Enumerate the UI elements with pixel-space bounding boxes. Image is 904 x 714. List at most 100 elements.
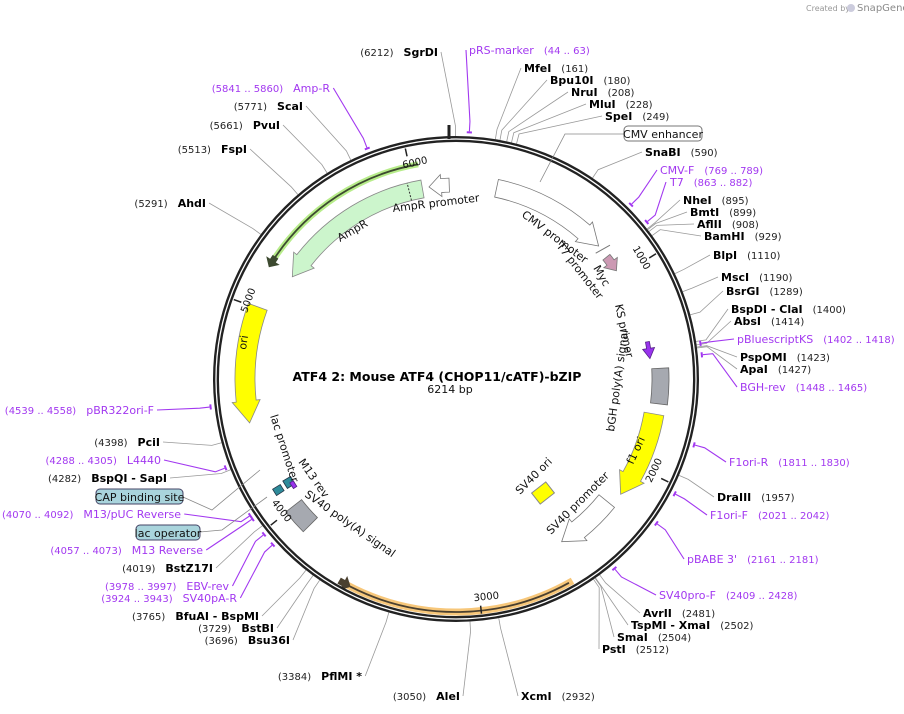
enzyme-label[interactable]: AflII(908) (697, 218, 759, 231)
enzyme-label[interactable]: MfeI(161) (524, 62, 588, 75)
enzyme-label[interactable]: (5291)AhdI (134, 197, 206, 210)
enzyme-label[interactable]: TspMI - XmaI(2502) (631, 619, 754, 632)
primer-binding-mark[interactable] (672, 491, 677, 497)
primer-label[interactable]: (4070 .. 4092)M13/pUC Reverse (2, 508, 181, 521)
enzyme-label[interactable]: XcmI(2932) (521, 690, 595, 703)
enzyme-label[interactable]: PstI(2512) (602, 643, 669, 656)
cap-binding-site-box[interactable] (95, 488, 184, 505)
primer-binding-mark[interactable] (699, 340, 702, 346)
cmv-enhancer-box[interactable] (623, 125, 703, 142)
ori-feature[interactable] (231, 302, 268, 424)
primer-label[interactable]: pRS-marker(44 .. 63) (469, 44, 590, 57)
ampr-orf[interactable] (274, 163, 419, 258)
sv40-promoter-feature[interactable] (561, 494, 616, 543)
primer-label[interactable]: (4057 .. 4073)M13 Reverse (50, 544, 203, 557)
primer-binding-mark[interactable] (209, 404, 212, 410)
primer-name: pBluescriptKS (737, 333, 813, 346)
enzyme-label[interactable]: BspDI - ClaI(1400) (731, 303, 846, 316)
enzyme-label[interactable]: ApaI(1427) (740, 363, 811, 376)
enzyme-label[interactable]: BmtI(899) (690, 206, 756, 219)
enzyme-label[interactable]: (3729)BstBI (198, 622, 274, 635)
primer-binding-mark[interactable] (692, 442, 696, 448)
ks-primer-feature[interactable] (641, 340, 656, 360)
enzyme-label[interactable]: (3050)AleI (393, 690, 460, 703)
orf-arrowhead[interactable] (337, 576, 351, 590)
enzyme-label[interactable]: SpeI(249) (605, 110, 669, 123)
ampr-signal-divider (406, 182, 412, 201)
primer-binding-mark[interactable] (628, 202, 634, 208)
enzyme-label[interactable]: (4019)BstZ17I (122, 562, 213, 575)
primer-label[interactable]: (3978 .. 3997)EBV-rev (105, 580, 229, 593)
primer-binding-mark[interactable] (364, 146, 371, 151)
myc-feature[interactable] (602, 253, 618, 272)
ampr-orf-arrowhead[interactable] (266, 254, 280, 268)
enzyme-label[interactable]: (5513)FspI (178, 143, 247, 156)
enzyme-label[interactable]: BamHI(929) (704, 230, 782, 243)
primer-binding-mark[interactable] (223, 465, 228, 471)
enzyme-leader-line (599, 574, 641, 614)
enzyme-label[interactable]: BlpI(1110) (713, 249, 780, 262)
primer-label[interactable]: F1ori-F(2021 .. 2042) (710, 509, 829, 522)
enzyme-site: (3729) (198, 624, 231, 635)
lac-promoter-feature[interactable] (272, 484, 285, 497)
primer-label[interactable]: (4288 .. 4305)L4440 (45, 454, 161, 467)
primer-label[interactable]: pBluescriptKS(1402 .. 1418) (737, 333, 895, 346)
enzyme-name: FspI (221, 143, 247, 156)
enzyme-site: (1289) (769, 287, 802, 298)
enzyme-label[interactable]: PspOMI(1423) (740, 351, 830, 364)
primer-binding-mark[interactable] (654, 520, 659, 527)
primer-label[interactable]: SV40pro-F(2409 .. 2428) (659, 589, 798, 602)
primer-label[interactable]: pBABE 3'(2161 .. 2181) (687, 553, 819, 566)
enzyme-site: (4019) (122, 564, 155, 575)
enzyme-label[interactable]: MluI(228) (589, 98, 653, 111)
enzyme-label[interactable]: BsrGI(1289) (726, 285, 803, 298)
primer-label[interactable]: CMV-F(769 .. 789) (660, 164, 763, 177)
enzyme-label[interactable]: (3765)BfuAI - BspMI (132, 610, 259, 623)
enzyme-site: (3050) (393, 692, 426, 703)
enzyme-label[interactable]: (4282)BspQI - SapI (48, 472, 167, 485)
enzyme-label[interactable]: SnaBI(590) (645, 146, 718, 159)
primer-binding-mark[interactable] (270, 542, 276, 548)
orf[interactable] (349, 581, 570, 613)
enzyme-label[interactable]: NheI(895) (683, 194, 749, 207)
bgh-polya-feature[interactable] (650, 367, 670, 406)
enzyme-leader-line (593, 579, 600, 650)
ampr-feature[interactable] (291, 179, 425, 278)
sv40-ori-feature[interactable] (530, 481, 556, 505)
primer-leader-line (332, 87, 368, 148)
primer-binding-mark[interactable] (700, 352, 704, 358)
primer-label[interactable]: (3924 .. 3943)SV40pA-R (101, 592, 237, 605)
primer-binding-mark[interactable] (247, 512, 253, 519)
sv40-polya-feature[interactable] (285, 499, 318, 533)
enzyme-label[interactable]: NruI(208) (571, 86, 635, 99)
primer-label[interactable]: F1ori-R(1811 .. 1830) (729, 456, 850, 469)
primer-label[interactable]: BGH-rev(1448 .. 1465) (740, 381, 867, 394)
enzyme-label[interactable]: Bpu10I(180) (550, 74, 630, 87)
enzyme-name: NruI (571, 86, 598, 99)
cmv-promoter-feature[interactable] (494, 178, 600, 247)
enzyme-leader-line (651, 229, 702, 237)
t7-promoter-feature[interactable] (595, 244, 611, 254)
primer-label[interactable]: T7(863 .. 882) (669, 176, 753, 189)
enzyme-label[interactable]: (5661)PvuI (210, 119, 280, 132)
lac-operator-box[interactable] (135, 524, 201, 541)
enzyme-label[interactable]: MscI(1190) (721, 271, 792, 284)
enzyme-label[interactable]: (3384)PflMI * (278, 670, 362, 683)
enzyme-label[interactable]: AvrII(2481) (643, 607, 715, 620)
lac-primer-feature[interactable] (289, 480, 298, 490)
primer-binding-mark[interactable] (644, 219, 650, 225)
primer-binding-mark[interactable] (261, 531, 267, 538)
enzyme-label[interactable]: DraIII(1957) (717, 491, 795, 504)
enzyme-label[interactable]: (3696)Bsu36I (205, 634, 290, 647)
f1-ori-feature[interactable] (619, 411, 665, 495)
primer-label[interactable]: (4539 .. 4558)pBR322ori-F (5, 404, 154, 417)
primer-binding-mark[interactable] (611, 566, 618, 571)
enzyme-label[interactable]: (5771)ScaI (234, 100, 303, 113)
enzyme-label[interactable]: (6212)SgrDI (360, 46, 438, 59)
primer-label[interactable]: (5841 .. 5860)Amp-R (212, 82, 331, 95)
enzyme-label[interactable]: AbsI(1414) (734, 315, 804, 328)
created-by-text: Created by (806, 4, 850, 13)
enzyme-label[interactable]: (4398)PciI (94, 436, 160, 449)
ampr-promoter-feature[interactable] (428, 173, 450, 198)
enzyme-label[interactable]: SmaI(2504) (617, 631, 691, 644)
